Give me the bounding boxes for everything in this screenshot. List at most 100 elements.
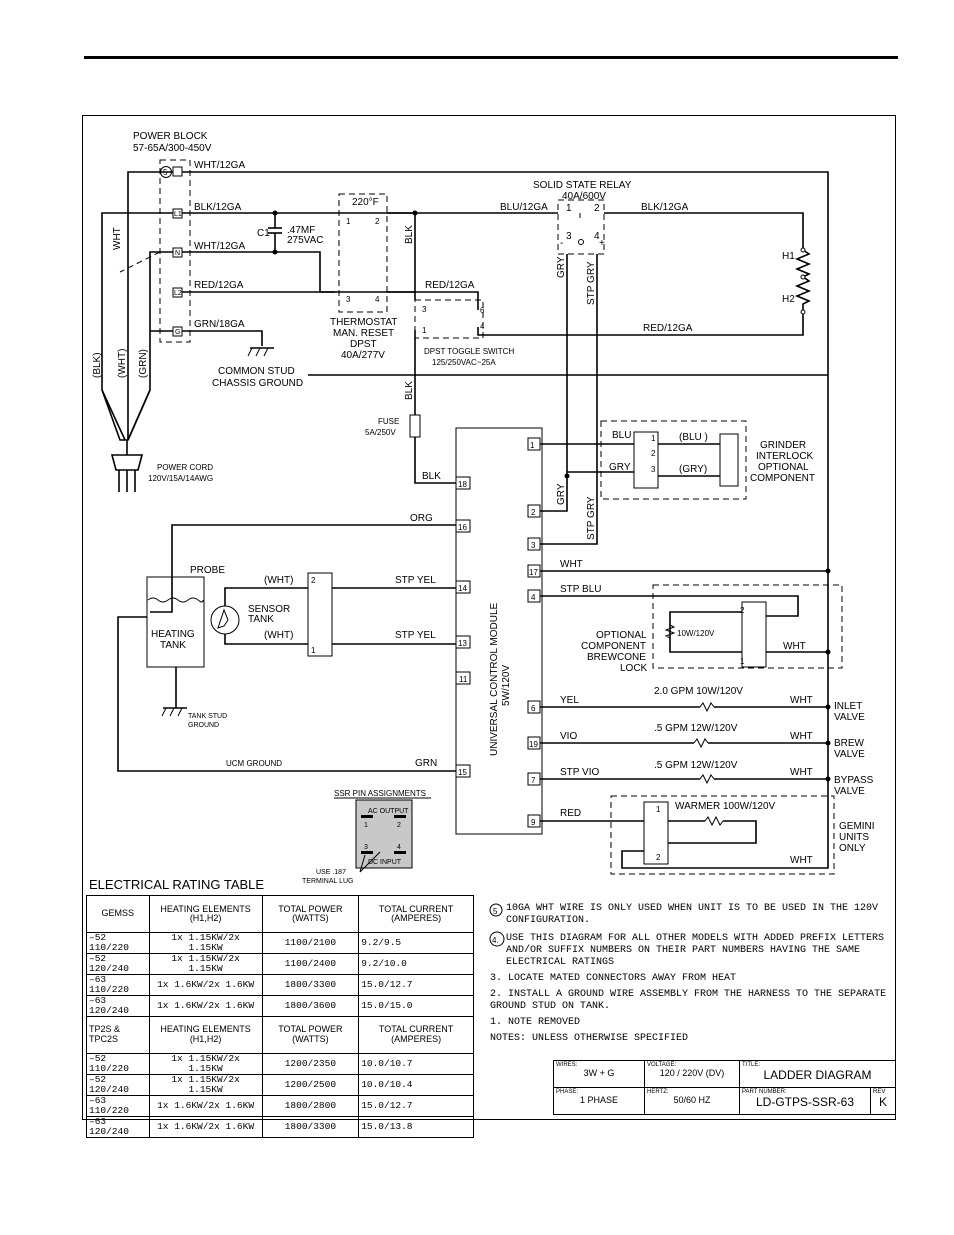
table-cell: 1100/2100 bbox=[261, 932, 360, 954]
table-cell: PART NUMBER:LD-GTPS-SSR-63 bbox=[739, 1087, 871, 1115]
wire-ucm-ground bbox=[117, 616, 456, 772]
table-header: TOTAL POWER (WATTS) bbox=[261, 895, 360, 933]
table-cell: PHASE:1 PHASE bbox=[553, 1087, 645, 1115]
table-cell: –63 110/220 bbox=[86, 973, 150, 996]
diagram-stroke bbox=[307, 572, 333, 657]
toggle-outline bbox=[414, 299, 484, 339]
diagram-stroke bbox=[699, 774, 715, 785]
diagram-label: WHT bbox=[790, 855, 813, 866]
table-cell: HERTZ:50/60 HZ bbox=[644, 1087, 740, 1115]
diagram-label: BLU bbox=[612, 430, 631, 441]
warmer-element bbox=[668, 820, 757, 844]
drawing-frame bbox=[82, 115, 896, 1120]
diagram-label: BLK bbox=[404, 225, 415, 244]
diagram-label: STP YEL bbox=[395, 575, 436, 586]
diagram-label: MAN. RESET bbox=[333, 328, 394, 339]
diagram-stroke bbox=[412, 210, 418, 216]
diagram-label: 18 bbox=[458, 480, 467, 489]
diagram-label: 1 bbox=[364, 822, 368, 829]
diagram-label: VALVE bbox=[834, 712, 865, 723]
table-cell: 15.0/12.7 bbox=[358, 973, 474, 996]
diagram-stroke bbox=[664, 624, 676, 639]
diagram-label: 4 bbox=[594, 231, 600, 242]
diagram-label: 4. bbox=[492, 936, 499, 945]
table-cell: WIRES:3W + G bbox=[553, 1060, 645, 1088]
diagram-label: BLK/12GA bbox=[641, 202, 689, 213]
diagram-label: HEATING bbox=[151, 629, 195, 640]
diagram-stroke bbox=[455, 671, 471, 685]
table-header: TOTAL CURRENT (AMPERES) bbox=[358, 1015, 474, 1054]
diagram-label: 3 bbox=[364, 844, 368, 851]
diagram-stroke bbox=[169, 707, 175, 717]
diagram-label: 2 bbox=[594, 203, 600, 214]
diagram-label: GEMINI bbox=[839, 821, 875, 832]
diagram-label: WHT bbox=[112, 227, 123, 250]
diagram-stroke bbox=[825, 704, 831, 710]
diagram-label: 19 bbox=[529, 740, 538, 749]
diagram-label: (GRN) bbox=[138, 349, 149, 378]
diagram-label: 7 bbox=[531, 776, 536, 785]
diagram-stroke bbox=[825, 649, 831, 655]
diagram-label: POWER CORD bbox=[157, 463, 213, 472]
heater-h1 bbox=[794, 249, 812, 278]
title-block: WIRES:3W + G VOLTAGE:120 / 220V (DV) TIT… bbox=[553, 1060, 896, 1115]
table-row: WIRES:3W + G VOLTAGE:120 / 220V (DV) TIT… bbox=[553, 1060, 896, 1088]
table-cell: 1100/2400 bbox=[261, 952, 360, 975]
table-header: HEATING ELEMENTS (H1,H2) bbox=[148, 895, 263, 933]
table-cell: –52 110/220 bbox=[86, 1052, 150, 1075]
diagram-label: COMMON STUD bbox=[218, 366, 295, 377]
diagram-label: GRY bbox=[556, 483, 567, 505]
table-cell: 1800/3300 bbox=[261, 1115, 360, 1138]
table-header: TOTAL CURRENT (AMPERES) bbox=[358, 895, 474, 933]
diagram-stroke bbox=[394, 851, 406, 854]
diagram-stroke bbox=[255, 347, 261, 357]
table-cell: –63 120/240 bbox=[86, 1115, 150, 1138]
diagram-stroke bbox=[272, 249, 278, 255]
diagram-label: STP GRY bbox=[586, 261, 597, 305]
diagram-label: .5 GPM 12W/120V bbox=[654, 723, 738, 734]
diagram-label: WARMER 100W/120V bbox=[675, 801, 776, 812]
note4-mark bbox=[489, 931, 505, 947]
wire-red-toggle bbox=[387, 291, 479, 310]
diagram-label: 1 bbox=[566, 203, 572, 214]
diagram-label: G bbox=[175, 329, 180, 336]
notes: 10GA WHT WIRE IS ONLY USED WHEN UNIT IS … bbox=[490, 903, 890, 1049]
diagram-stroke bbox=[361, 815, 373, 818]
table-cell: 1x 1.6KW/2x 1.6KW bbox=[148, 1094, 263, 1117]
rating-table-title: ELECTRICAL RATING TABLE bbox=[89, 877, 265, 892]
table-cell: 1200/2500 bbox=[261, 1073, 360, 1096]
diagram-stroke bbox=[741, 601, 767, 668]
diagram-stroke bbox=[633, 431, 659, 489]
diagram-label: H1 bbox=[782, 251, 795, 262]
table-cell: 1800/3600 bbox=[261, 994, 360, 1017]
diagram-label: WHT bbox=[790, 767, 813, 778]
heater-h2 bbox=[794, 276, 812, 312]
diagram-label: 1 bbox=[422, 326, 427, 335]
diagram-label: 15 bbox=[458, 768, 467, 777]
diagram-label: 3 bbox=[531, 541, 536, 550]
diagram-label: (WHT) bbox=[117, 349, 128, 378]
diagram-label: INTERLOCK bbox=[756, 451, 814, 462]
diagram-label: 11 bbox=[459, 675, 468, 684]
diagram-label: 2 bbox=[740, 606, 745, 615]
table-cell: 10.0/10.4 bbox=[358, 1073, 474, 1096]
diagram-label: 4 bbox=[397, 844, 401, 851]
table-header: TP2S & TPC2S bbox=[86, 1015, 150, 1054]
diagram-label: BLU/12GA bbox=[500, 202, 548, 213]
wire-wht-top bbox=[182, 171, 829, 375]
sensor-tank bbox=[210, 605, 240, 635]
note-2: 2. INSTALL A GROUND WIRE ASSEMBLY FROM T… bbox=[490, 989, 887, 1012]
diagram-label: 220°F bbox=[352, 197, 379, 208]
diagram-label: DC INPUT bbox=[368, 859, 402, 866]
grinder-interlock-outline bbox=[600, 420, 747, 500]
table-row: TP2S & TPC2S HEATING ELEMENTS (H1,H2) TO… bbox=[86, 1015, 474, 1054]
diagram-label: 1 bbox=[740, 657, 745, 666]
table-cell: –52 120/240 bbox=[86, 1073, 150, 1096]
diagram-label: THERMOSTAT bbox=[330, 317, 397, 328]
diagram-label: RED bbox=[560, 808, 581, 819]
note-1: 1. NOTE REMOVED bbox=[490, 1017, 581, 1028]
diagram-stroke bbox=[394, 815, 406, 818]
wire-org bbox=[171, 524, 456, 595]
diagram-stroke bbox=[800, 274, 806, 280]
